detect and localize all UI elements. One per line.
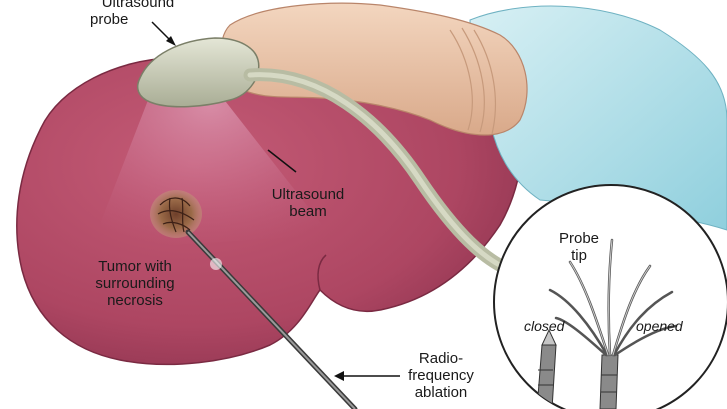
liver-fissure: [317, 254, 327, 291]
hand: [220, 2, 528, 136]
opened-tip: [548, 238, 678, 409]
label-ultrasound-beam-line1: Ultrasound: [271, 186, 345, 203]
glove-cuff-rings: [449, 27, 497, 135]
label-probe-tip-line2: tip: [571, 247, 587, 264]
closed-tip: [536, 328, 557, 409]
label-rf-line2: frequency: [408, 367, 474, 384]
tumor-necrosis-texture: [157, 197, 195, 233]
label-opened: opened: [636, 318, 683, 334]
label-ultrasound-beam: Ultrasound beam: [258, 186, 358, 220]
label-rf-line3: ablation: [414, 384, 468, 401]
label-rf-ablation: Radio- frequency ablation: [396, 350, 486, 401]
label-tumor-line2: surrounding: [95, 275, 175, 292]
label-probe-tip-line1: Probe: [558, 230, 600, 247]
label-ultrasound-probe-line1: Ultrasound: [101, 0, 175, 11]
label-ultrasound-probe: Ultrasound probe: [90, 0, 186, 28]
label-tumor: Tumor with surrounding necrosis: [80, 258, 190, 309]
label-tumor-line1: Tumor with: [98, 258, 172, 275]
beam-leader-line: [267, 149, 297, 173]
ultrasound-probe: [137, 37, 260, 108]
label-closed: closed: [524, 318, 565, 334]
ultrasound-beam: [90, 88, 330, 250]
label-tumor-line3: necrosis: [107, 292, 163, 309]
label-ultrasound-beam-line2: beam: [289, 203, 327, 220]
label-rf-line1: Radio-: [418, 350, 464, 367]
label-ultrasound-probe-line2: probe: [90, 11, 129, 28]
label-probe-tip: Probe tip: [544, 230, 614, 264]
